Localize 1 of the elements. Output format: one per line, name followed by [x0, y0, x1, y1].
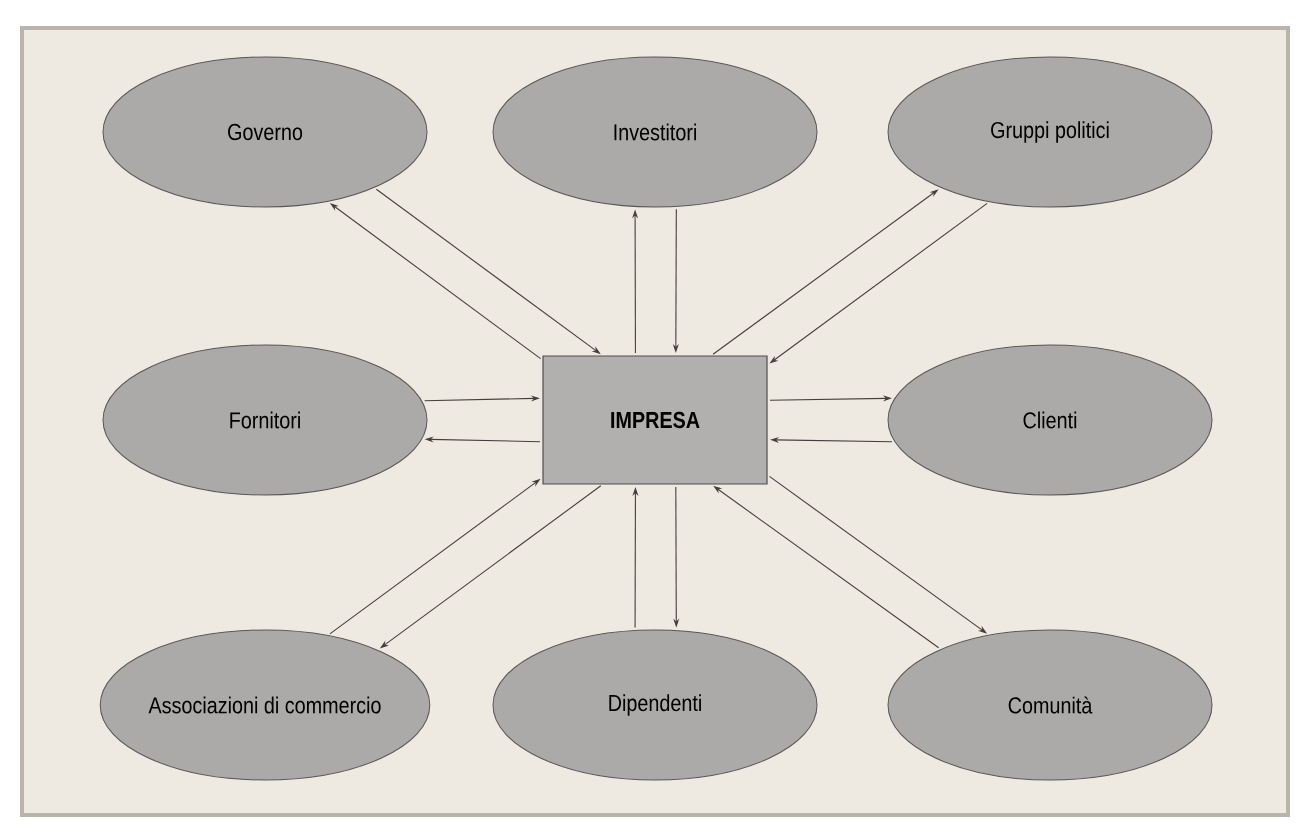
- company-box: IMPRESA: [542, 355, 768, 485]
